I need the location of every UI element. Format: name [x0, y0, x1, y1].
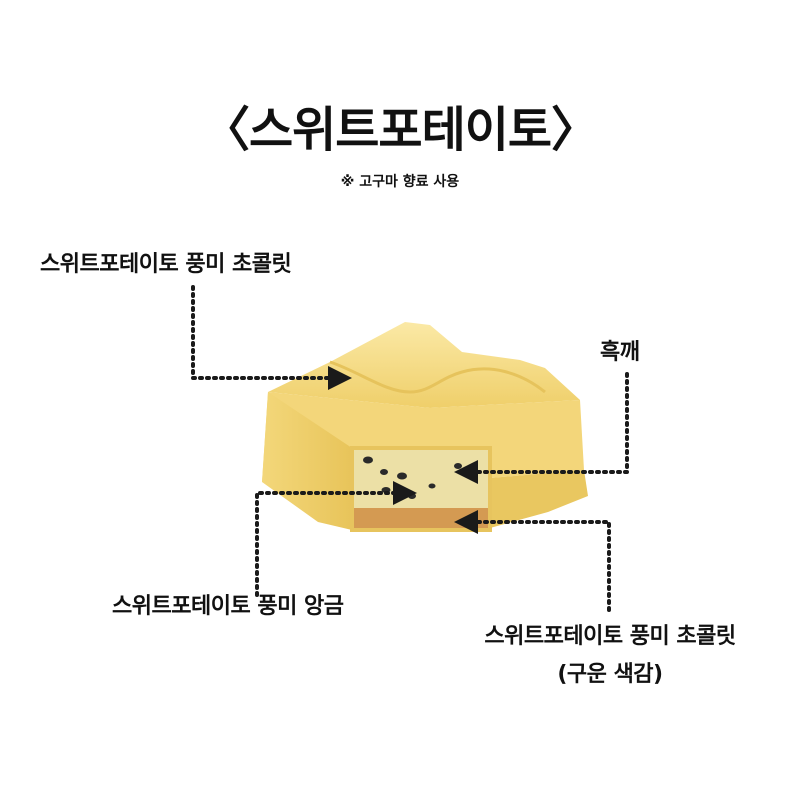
label-baked-chocolate-line2: (구운 색감) — [557, 662, 663, 687]
baked-chocolate-layer — [352, 508, 490, 530]
sweet-potato-filling — [352, 448, 490, 508]
label-top-chocolate: 스위트포테이토 풍미 초콜릿 — [40, 252, 292, 277]
chocolate-cut-rim — [350, 446, 492, 532]
leader-lines — [191, 285, 629, 612]
label-filling: 스위트포테이토 풍미 앙금 — [112, 594, 344, 619]
leader-baked-chocolate — [454, 510, 611, 612]
chocolate-left-facet — [262, 392, 352, 530]
chocolate-piece — [262, 322, 588, 532]
page-title: 〈스위트포테이토〉 — [201, 102, 599, 158]
chocolate-top-wave — [329, 360, 546, 394]
label-baked-chocolate: 스위트포테이토 풍미 초콜릿 (구운 색감) — [460, 622, 760, 690]
leader-filling — [255, 481, 417, 597]
leader-top-chocolate — [191, 285, 352, 390]
leader-black-sesame — [454, 372, 629, 484]
page-subtitle: ※ 고구마 향료 사용 — [340, 174, 460, 190]
chocolate-front-upper-face — [262, 392, 584, 482]
label-baked-chocolate-line1: 스위트포테이토 풍미 초콜릿 — [484, 624, 736, 649]
chocolate-top-surface — [268, 322, 580, 408]
label-black-sesame: 흑깨 — [600, 340, 640, 365]
chocolate-right-facet — [490, 470, 588, 528]
